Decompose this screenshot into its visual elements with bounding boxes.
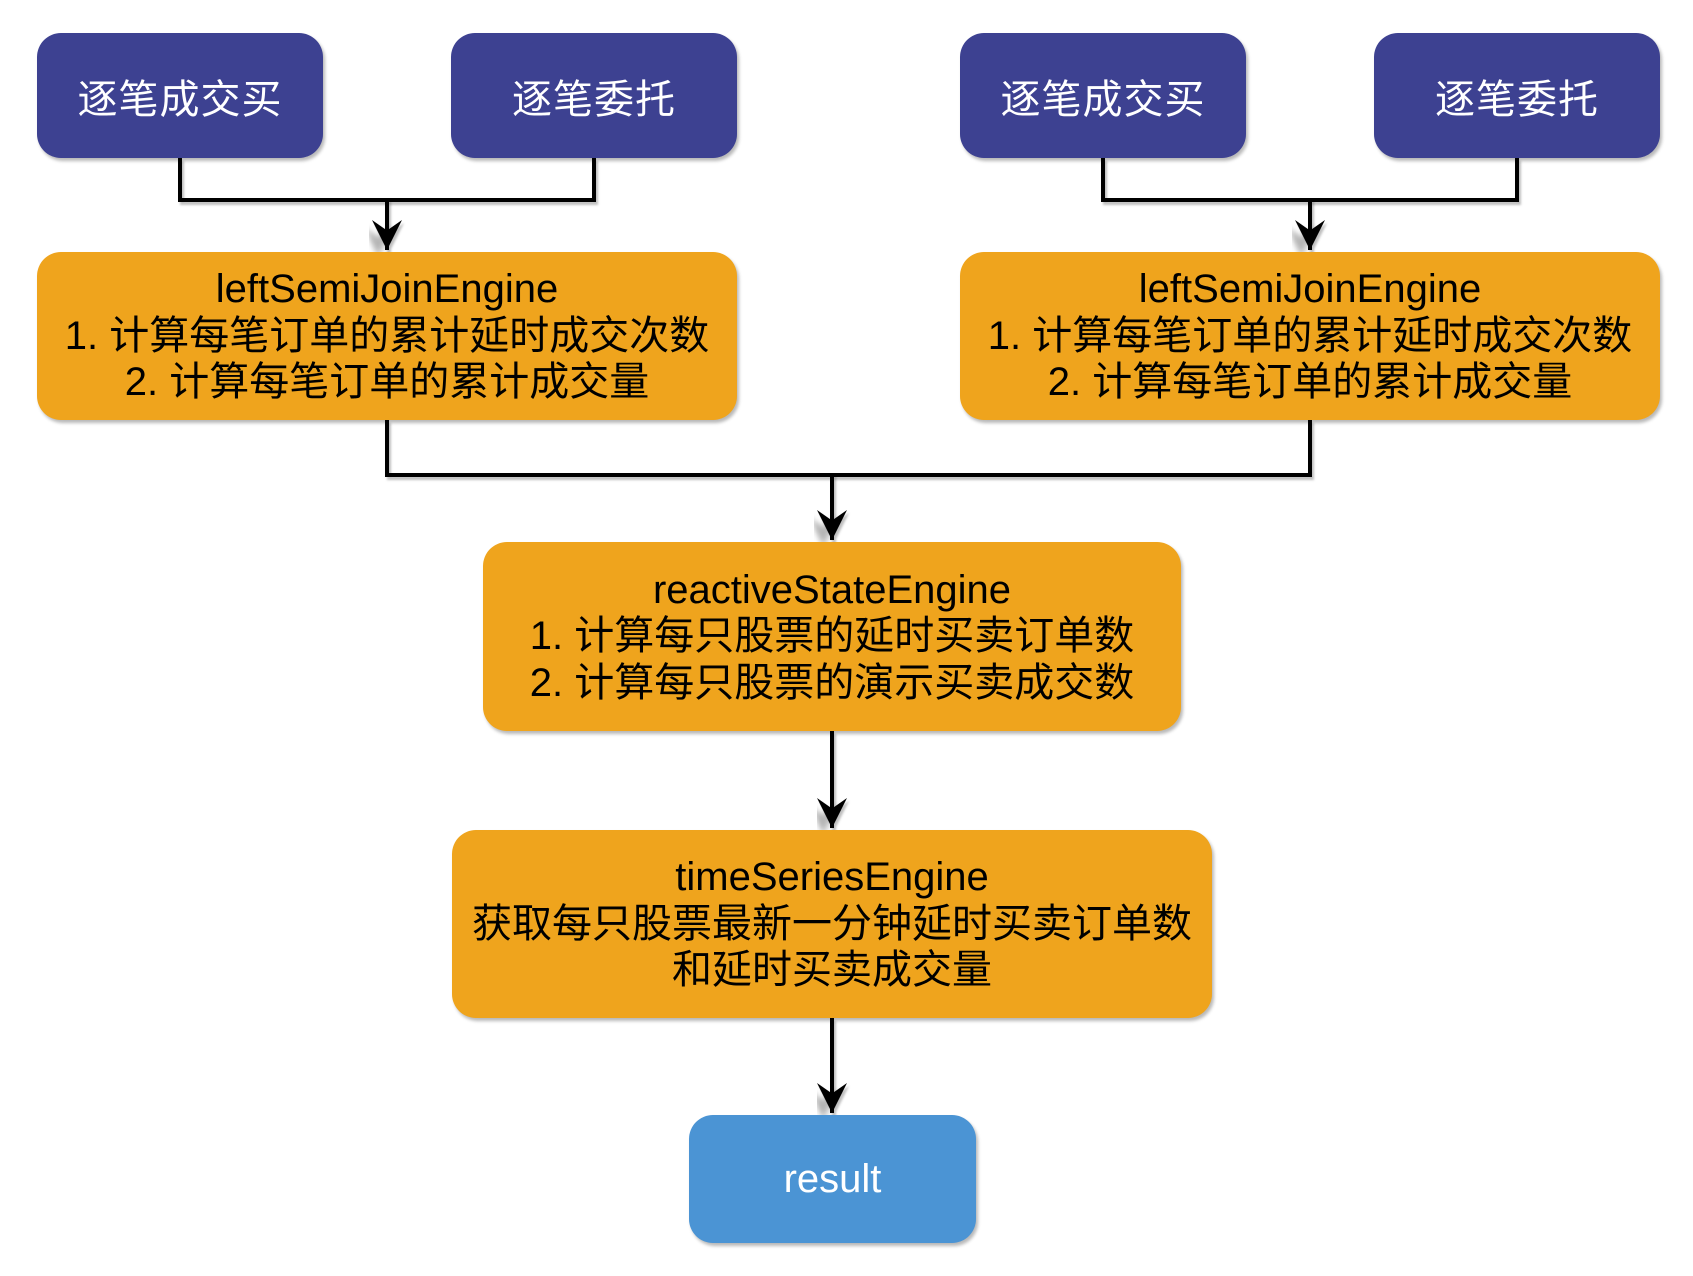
- engine-title: leftSemiJoinEngine: [1138, 267, 1482, 312]
- engine-step-1: 1. 计算每只股票的延时买卖订单数: [529, 614, 1135, 659]
- node-source-order-left: 逐笔委托: [451, 33, 737, 158]
- connector-left-sources-to-join: [178, 158, 402, 250]
- node-reactive-state-engine: reactiveStateEngine 1. 计算每只股票的延时买卖订单数 2.…: [483, 542, 1181, 731]
- engine-step-2: 2. 计算每笔订单的累计成交量: [1047, 360, 1573, 405]
- node-source-trade-right: 逐笔成交买: [960, 33, 1246, 158]
- node-left-semi-join-engine-left: leftSemiJoinEngine 1. 计算每笔订单的累计延时成交次数 2.…: [37, 252, 737, 420]
- engine-step-2: 2. 计算每笔订单的累计成交量: [124, 360, 650, 405]
- node-label: 逐笔委托: [1435, 77, 1599, 122]
- node-time-series-engine: timeSeriesEngine 获取每只股票最新一分钟延时买卖订单数 和延时买…: [452, 830, 1212, 1018]
- node-left-semi-join-engine-right: leftSemiJoinEngine 1. 计算每笔订单的累计延时成交次数 2.…: [960, 252, 1660, 420]
- node-result: result: [689, 1115, 976, 1243]
- connector-right-sources-to-join: [1101, 158, 1325, 250]
- engine-desc-1: 获取每只股票最新一分钟延时买卖订单数: [472, 901, 1192, 946]
- node-label: 逐笔委托: [512, 77, 676, 122]
- connector-right-order-branch: [1310, 158, 1519, 202]
- node-label: result: [783, 1156, 882, 1201]
- engine-step-1: 1. 计算每笔订单的累计延时成交次数: [64, 313, 710, 358]
- engine-title: timeSeriesEngine: [675, 855, 989, 900]
- engine-desc-2: 和延时买卖成交量: [672, 948, 992, 993]
- connector-joins-to-reactive: [385, 420, 847, 540]
- node-label: 逐笔成交买: [1000, 77, 1206, 122]
- engine-title: leftSemiJoinEngine: [215, 267, 559, 312]
- connector-right-join-branch: [832, 420, 1312, 477]
- node-source-trade-left: 逐笔成交买: [37, 33, 323, 158]
- node-label: 逐笔成交买: [77, 77, 283, 122]
- engine-title: reactiveStateEngine: [652, 567, 1011, 612]
- engine-step-1: 1. 计算每笔订单的累计延时成交次数: [987, 313, 1633, 358]
- engine-step-2: 2. 计算每只股票的演示买卖成交数: [529, 660, 1135, 705]
- node-source-order-right: 逐笔委托: [1374, 33, 1660, 158]
- connector-left-order-branch: [387, 158, 596, 202]
